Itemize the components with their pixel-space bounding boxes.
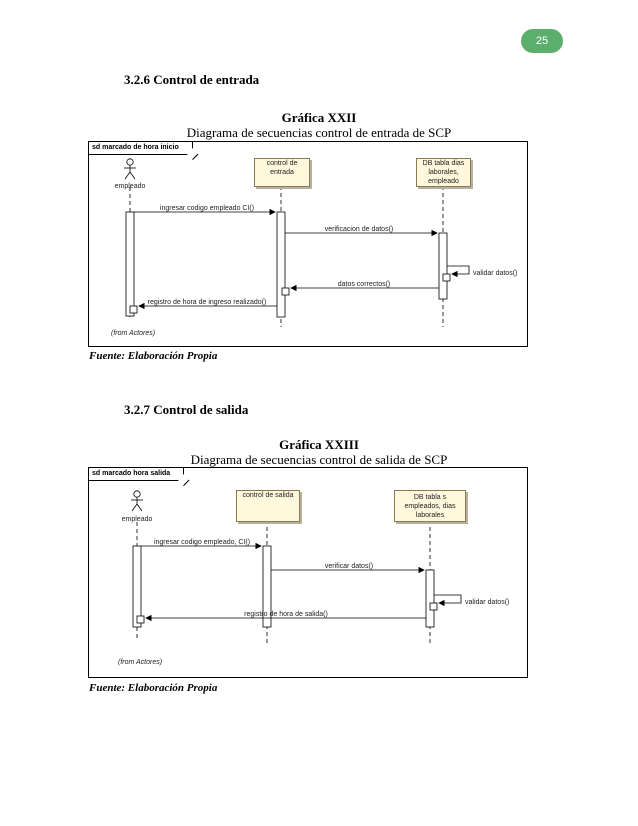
figure-source-xxiii: Fuente: Elaboración Propia [89, 682, 218, 694]
activation-bar-db-self [442, 273, 451, 282]
actor-name: empleado [114, 183, 146, 190]
activation-bar-db-self [429, 602, 438, 611]
message-label-3: validar datos() [465, 599, 510, 606]
sequence-diagram-salida: sd marcado hora salida empleado (from Ac… [88, 467, 528, 678]
message-label-4: datos correctos() [337, 281, 391, 288]
message-label-5: registro de hora de ingreso realizado() [147, 299, 267, 306]
activation-bar-db [425, 569, 435, 628]
activation-bar-control [262, 545, 272, 628]
section-heading-control-salida: 3.2.7 Control de salida [124, 402, 249, 417]
figure-source-xxii: Fuente: Elaboración Propia [89, 350, 218, 362]
sequence-diagram-entrada: sd marcado de hora inicio empleado ( [88, 141, 528, 347]
page-number-badge: 25 [521, 29, 563, 53]
object-control-entrada: control de entrada [254, 158, 310, 187]
actor-note: (from Actores) [111, 330, 156, 337]
actor-icon [131, 490, 143, 512]
actor-name: empleado [121, 516, 153, 523]
section-heading-control-entrada: 3.2.6 Control de entrada [124, 72, 260, 87]
figure-caption-xxiii: Diagrama de secuencias control de salida… [190, 452, 448, 467]
object-db-tabla: DB tabla dias laborales, empleado [416, 158, 471, 187]
activation-bar-empleado [132, 545, 142, 628]
message-arrow-3 [447, 265, 470, 278]
message-label-2: verificacion de datos() [324, 226, 394, 233]
actor-icon [124, 158, 136, 180]
frame-label: sd marcado de hora inicio [89, 142, 193, 155]
message-arrow-3 [434, 594, 462, 607]
figure-title-xxii: Gráfica XXII [281, 110, 357, 125]
message-label-2: verificar datos() [324, 563, 374, 570]
message-label-1: ingresar codigo empleado, CI() [153, 539, 251, 546]
activation-bar-empleado-return [136, 615, 145, 624]
object-control-salida: control de salida [236, 490, 300, 522]
actor-note: (from Actores) [118, 659, 163, 666]
activation-bar-empleado-return [129, 305, 138, 314]
message-label-3: validar datos() [473, 270, 518, 277]
figure-caption-xxii: Diagrama de secuencias control de entrad… [186, 125, 452, 140]
activation-bar-empleado [125, 211, 135, 317]
message-label-4: registro de hora de salida() [244, 611, 328, 618]
activation-bar-db [438, 232, 448, 300]
activation-bar-control-return [281, 287, 290, 296]
frame-label: sd marcado hora salida [89, 468, 185, 481]
object-db-tabla: DB tabla s empleados, dias laborales [394, 490, 466, 522]
diagram-lines [132, 520, 462, 643]
message-label-1: ingresar codigo empleado CI() [159, 205, 255, 212]
activation-bar-control [276, 211, 286, 318]
figure-title-xxiii: Gráfica XXIII [279, 437, 359, 452]
diagram-lines [125, 186, 470, 327]
